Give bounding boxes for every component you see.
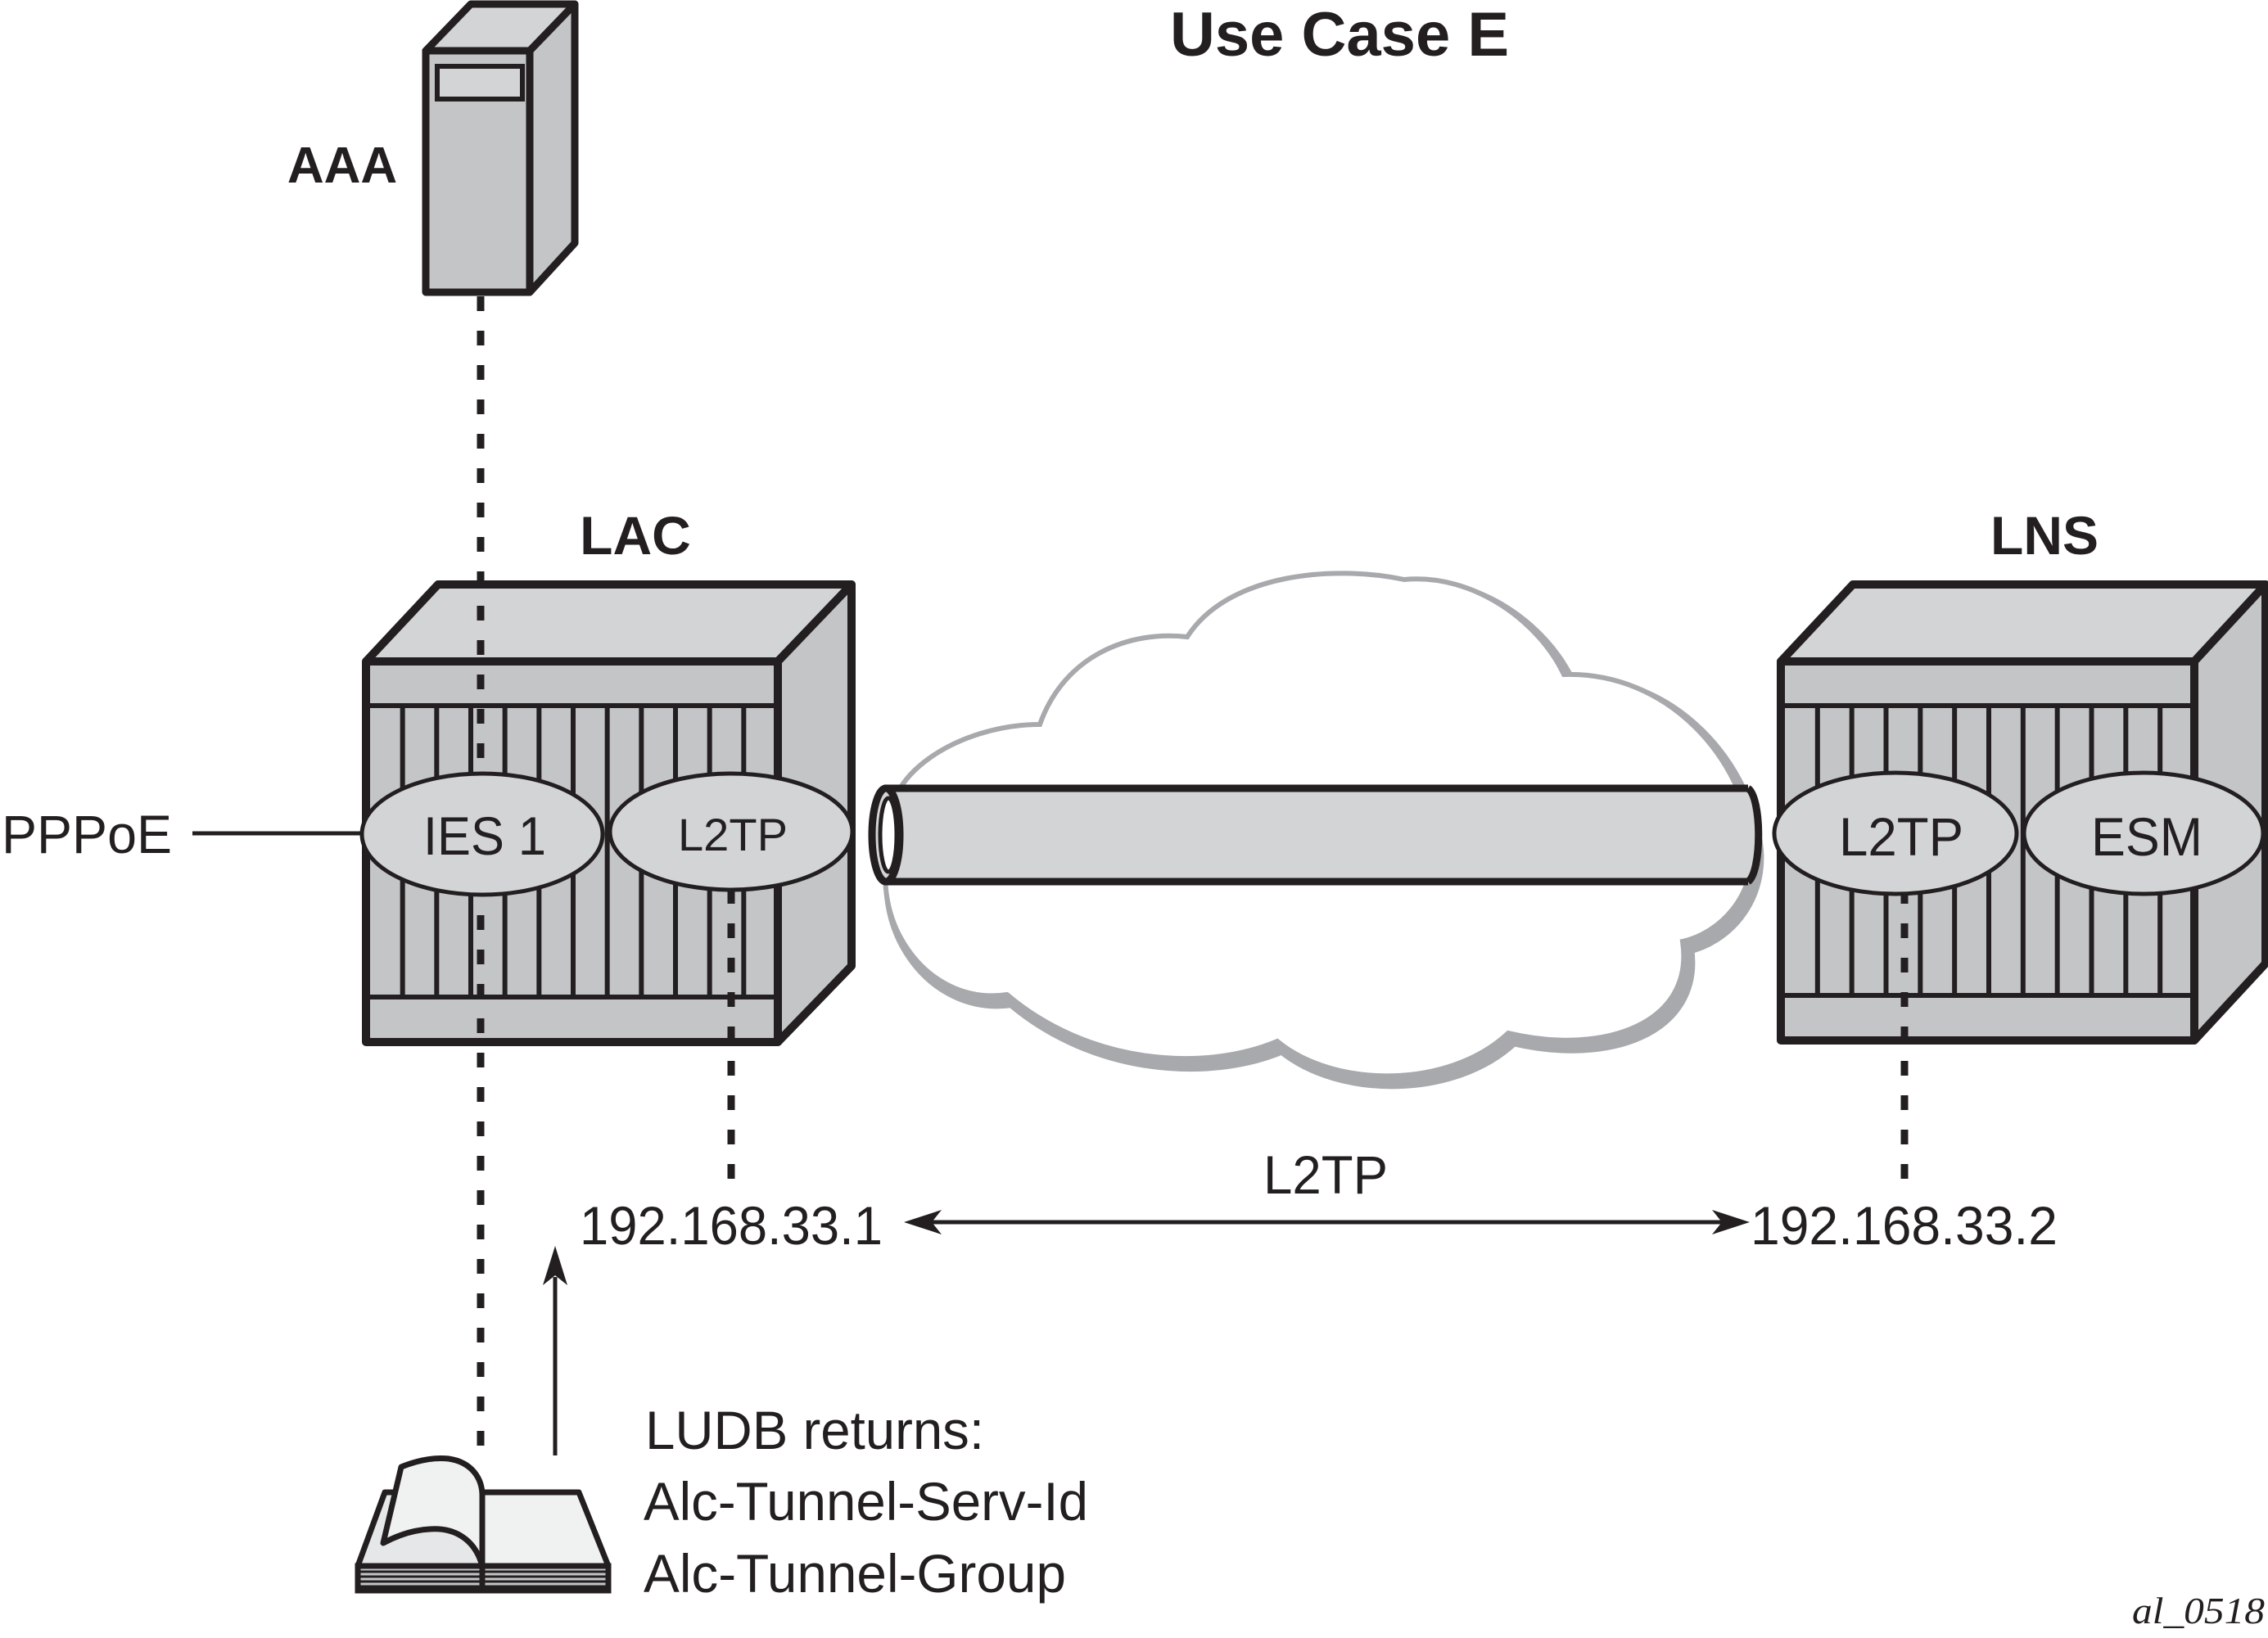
ludb-returns-note: LUDB returns: Alc-Tunnel-Serv-Id Alc-Tun… — [644, 1400, 1088, 1604]
aaa-label: AAA — [287, 138, 397, 194]
lac-label: LAC — [580, 505, 691, 566]
lns-service-esm-label: ESM — [2091, 806, 2202, 867]
ludb-returns-heading: LUDB returns: — [645, 1400, 984, 1460]
arrowhead-up-icon — [543, 1246, 567, 1285]
pppoe-label: PPPoE — [2, 804, 172, 864]
arrowhead-left-icon — [904, 1210, 942, 1234]
ludb-return-arrow — [543, 1246, 567, 1455]
diagram-title: Use Case E — [1170, 0, 1509, 70]
lac-endpoint-ip: 192.168.33.1 — [580, 1195, 883, 1256]
ludb-book-icon — [355, 1455, 612, 1594]
aaa-server-icon — [422, 0, 579, 296]
lac-service-l2tp-label: L2TP — [678, 809, 788, 860]
lns-endpoint-ip: 192.168.33.2 — [1751, 1195, 2058, 1256]
l2tp-tunnel-pipe — [868, 784, 1763, 886]
tunnel-bidirectional-arrow — [904, 1210, 1750, 1234]
arrowhead-right-icon — [1712, 1210, 1750, 1234]
figure-reference: al_0518 — [2132, 1590, 2265, 1631]
ludb-attribute: Alc-Tunnel-Group — [644, 1543, 1066, 1604]
lns-service-l2tp: L2TP — [1772, 770, 2019, 896]
lac-service-ies1: IES 1 — [359, 771, 605, 897]
ludb-attribute: Alc-Tunnel-Serv-Id — [644, 1471, 1088, 1532]
lns-service-l2tp-label: L2TP — [1839, 806, 1963, 867]
lac-service-ies1-label: IES 1 — [423, 805, 546, 866]
lns-service-esm: ESM — [2022, 770, 2266, 896]
lac-service-l2tp: L2TP — [608, 771, 855, 892]
lns-label: LNS — [1990, 505, 2099, 566]
tunnel-label: L2TP — [1263, 1144, 1388, 1205]
